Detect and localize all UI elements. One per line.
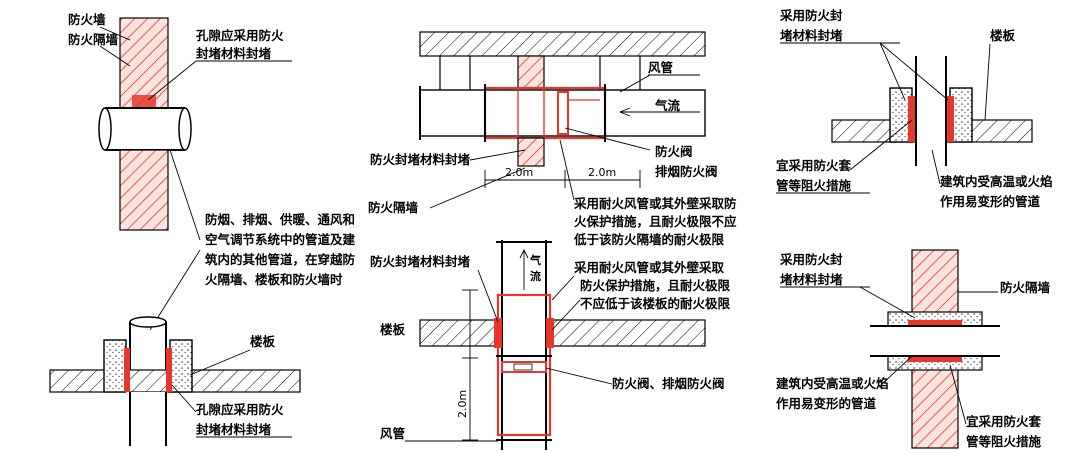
label-seal-p2: 堵材料封堵 bbox=[780, 272, 843, 287]
note-duct-line3: 低于该防火隔墙的耐火极限 bbox=[573, 232, 725, 247]
label-sleeve-1: 宜采用防火套 bbox=[776, 158, 852, 173]
dim-left: 2.0m bbox=[505, 166, 533, 179]
label-floor-right: 楼板 bbox=[990, 28, 1016, 43]
label-partition-right: 防火隔墙 bbox=[1000, 280, 1051, 295]
note-floor-line1: 采用耐火风管或其外壁采取 bbox=[573, 260, 725, 275]
label-airflow: 气流 bbox=[654, 98, 681, 113]
label-seal-p1: 采用防火封 bbox=[779, 252, 843, 267]
diagram-duct-through-partition: 风管 气流 防火封堵材料封堵 防火阀 排烟防火阀 2.0m 2.0m 防火隔墙 … bbox=[368, 31, 737, 247]
label-duct: 风管 bbox=[648, 60, 673, 75]
label-fire-wall: 防火墙 bbox=[68, 12, 106, 27]
label-seal-2: 堵材料封堵 bbox=[780, 28, 843, 43]
fire-wall-lower bbox=[119, 149, 169, 231]
label-gap-seal-line1: 孔隙应采用防火 bbox=[196, 28, 284, 43]
note-line1: 防烟、排烟、供暖、通风和 bbox=[205, 212, 355, 227]
label-sleeve-2: 管等阻火措施 bbox=[776, 178, 852, 193]
label-heat-p2: 作用易变形的管道 bbox=[776, 396, 877, 411]
diagram-duct-through-floor: 气 流 防火封堵材料封堵 采用耐火风管或其外壁采取 防火保护措施，且耐火极限 不… bbox=[370, 240, 731, 450]
label-gap-seal-b2: 封堵材料封堵 bbox=[196, 422, 272, 437]
label-smoke-damper: 排烟防火阀 bbox=[655, 164, 718, 179]
diagram-pipe-through-partition: 采用防火封 堵材料封堵 防火隔墙 建筑内受高温或火焰 作用易变形的管道 宜采用防… bbox=[776, 249, 1051, 449]
diagram-pipe-through-floor: 采用防火封 堵材料封堵 楼板 宜采用防火套 管等阻火措施 建筑内受高温或火焰 作… bbox=[776, 8, 1053, 209]
dim-right: 2.0m bbox=[588, 166, 616, 179]
label-airflow-2: 流 bbox=[530, 269, 541, 283]
label-heat-1: 建筑内受高温或火焰 bbox=[940, 174, 1053, 189]
note-duct-line1: 采用耐火风管或其外壁采取防 bbox=[573, 196, 737, 211]
label-seal-1: 采用防火封 bbox=[779, 8, 843, 23]
note-line4: 火隔墙、楼板和防火墙时 bbox=[205, 272, 343, 287]
label-fire-partition: 防火隔墙 bbox=[68, 32, 119, 47]
note-line3: 筑内的其他管道，在穿越防 bbox=[205, 252, 356, 267]
label-sleeve-p1: 宜采用防火套 bbox=[966, 414, 1042, 429]
note-line2: 空气调节系统中的管道及建 bbox=[205, 232, 356, 247]
label-damper: 防火阀、排烟防火阀 bbox=[612, 376, 725, 391]
note-floor-line3: 不应低于该楼板的耐火极限 bbox=[580, 296, 731, 311]
label-heat-2: 作用易变形的管道 bbox=[940, 194, 1041, 209]
label-partition: 防火隔墙 bbox=[368, 200, 419, 215]
label-airflow-1: 气 bbox=[529, 253, 541, 267]
note-duct-line2: 火保护措施，且耐火极限不应 bbox=[574, 214, 737, 229]
seal-upper bbox=[132, 95, 156, 109]
label-seal-floor: 防火封堵材料封堵 bbox=[370, 254, 471, 269]
fire-wall-upper bbox=[119, 17, 169, 109]
label-gap-seal-b1: 孔隙应采用防火 bbox=[196, 402, 284, 417]
note-floor-line2: 防火保护措施，且耐火极限 bbox=[580, 278, 731, 293]
dim-vertical: 2.0m bbox=[456, 390, 469, 418]
label-duct-floor: 风管 bbox=[380, 426, 405, 441]
floor-slab-left bbox=[419, 319, 499, 347]
label-gap-seal-line2: 封堵材料封堵 bbox=[196, 46, 272, 61]
label-fire-damper: 防火阀 bbox=[655, 144, 693, 159]
label-seal: 防火封堵材料封堵 bbox=[370, 152, 471, 167]
floor-slab-right bbox=[549, 319, 706, 347]
diagram-wall-penetration: 防火墙 防火隔墙 孔隙应采用防火 封堵材料封堵 防烟、排烟、供暖、通风和 空气调… bbox=[49, 12, 356, 446]
label-heat-p1: 建筑内受高温或火焰 bbox=[776, 376, 889, 391]
label-floor-center: 楼板 bbox=[380, 322, 406, 337]
label-floor: 楼板 bbox=[250, 334, 276, 349]
label-sleeve-p2: 管等阻火措施 bbox=[966, 434, 1042, 449]
